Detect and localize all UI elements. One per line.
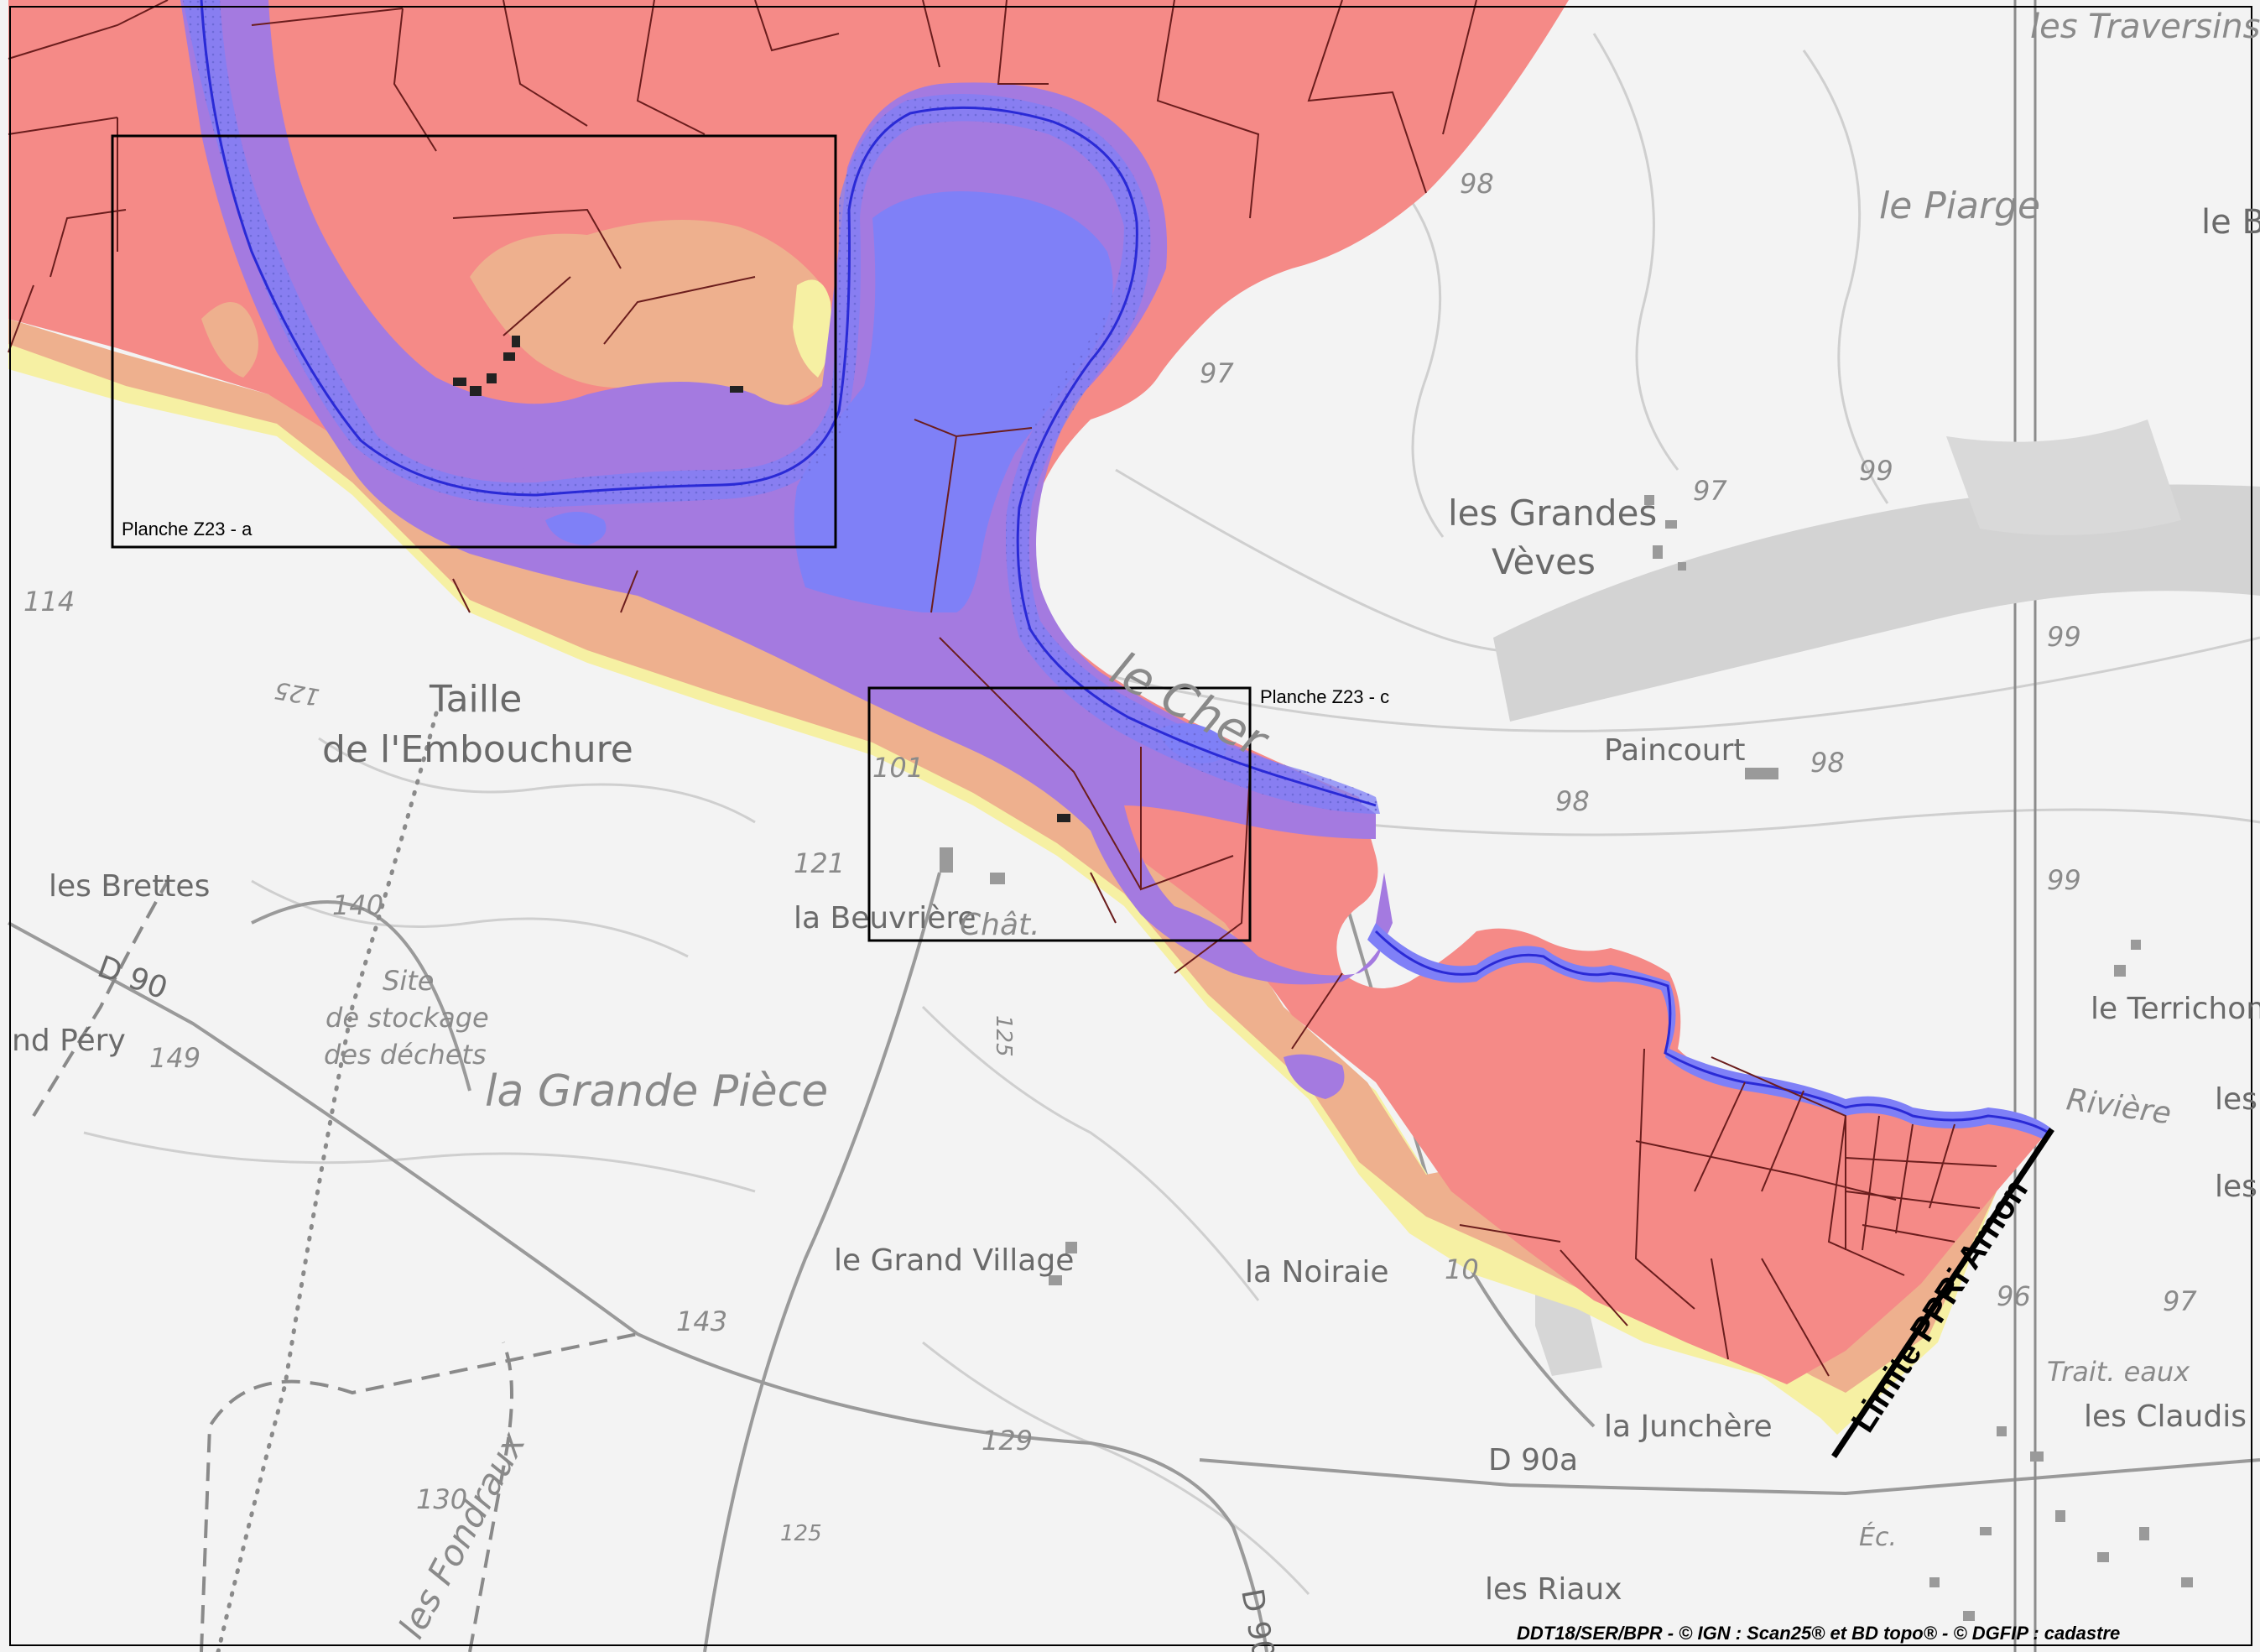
sheet-frames [9, 6, 2252, 1646]
zone-blue-downstream [1367, 923, 2051, 1141]
buildings [940, 495, 2193, 1621]
sheet-frame-a [111, 134, 837, 549]
svg-text:Trait. eaux: Trait. eaux [2047, 1356, 2190, 1388]
svg-text:140: 140 [332, 889, 383, 921]
zone-violet-patch-2 [1284, 1054, 1345, 1099]
river-downstream-line [1374, 930, 2052, 1136]
svg-text:99: 99 [2047, 621, 2081, 653]
svg-text:la Beuvrière: la Beuvrière [794, 901, 976, 935]
svg-text:Vèves: Vèves [1492, 541, 1596, 582]
svg-text:Site: Site [383, 965, 434, 997]
svg-text:les Claudis: les Claudis [2084, 1399, 2247, 1434]
ppri-limit-line [1831, 1128, 2054, 1458]
sheet-label-a: Planche Z23 - a [122, 519, 253, 539]
svg-text:Taille: Taille [429, 678, 522, 721]
sheet-frame-c [867, 686, 1252, 942]
svg-text:les Brettes: les Brettes [49, 869, 210, 904]
svg-text:121: 121 [794, 847, 845, 879]
zone-blue-lake [794, 191, 1113, 612]
svg-text:le Grand Village: le Grand Village [834, 1243, 1074, 1278]
svg-text:le B: le B [2201, 203, 2260, 242]
svg-text:143: 143 [676, 1305, 727, 1337]
svg-text:97: 97 [2163, 1285, 2197, 1317]
svg-text:D 90a: D 90a [1488, 1443, 1578, 1477]
svg-text:des déchets: des déchets [324, 1039, 487, 1071]
svg-text:Éc.: Éc. [1859, 1522, 1897, 1552]
svg-text:la Noiraie: la Noiraie [1245, 1255, 1388, 1290]
svg-text:Paincourt: Paincourt [1604, 733, 1746, 768]
svg-text:96: 96 [1997, 1280, 2031, 1312]
svg-text:97: 97 [1693, 475, 1727, 507]
svg-text:101: 101 [872, 752, 924, 784]
svg-text:le Terrichon: le Terrichon [2091, 992, 2260, 1026]
svg-text:98: 98 [1555, 785, 1590, 817]
dotted-trail [216, 711, 439, 1652]
svg-text:98: 98 [1810, 747, 1845, 779]
svg-text:129: 129 [982, 1425, 1033, 1457]
svg-text:le Piarge: le Piarge [1879, 185, 2040, 227]
svg-text:149: 149 [149, 1042, 200, 1074]
svg-text:nd Péry: nd Péry [12, 1024, 126, 1058]
parcel-lines [8, 0, 1997, 1377]
svg-text:Chât.: Chât. [960, 908, 1040, 942]
svg-text:99: 99 [2047, 864, 2081, 896]
svg-text:99: 99 [1859, 455, 1893, 487]
svg-text:les: les [2215, 1082, 2257, 1117]
svg-text:les: les [2215, 1170, 2257, 1204]
dashed-paths [32, 880, 638, 1652]
svg-text:de stockage: de stockage [325, 1002, 489, 1034]
svg-text:97: 97 [1200, 357, 1234, 389]
svg-text:les Traversins: les Traversins [2030, 8, 2260, 46]
zone-orange [8, 319, 1997, 1393]
svg-text:98: 98 [1460, 168, 1494, 200]
svg-text:de l'Embouchure: de l'Embouchure [322, 728, 633, 771]
svg-text:130: 130 [416, 1483, 467, 1515]
svg-text:10: 10 [1445, 1253, 1479, 1285]
sheet-label-c: Planche Z23 - c [1260, 686, 1389, 707]
svg-text:125: 125 [780, 1521, 822, 1546]
farm-buildings [453, 336, 1070, 822]
river-centerline [200, 0, 1377, 807]
zone-orange-patch-3 [201, 302, 258, 378]
svg-text:114: 114 [23, 586, 75, 618]
svg-text:la Junchère: la Junchère [1604, 1410, 1773, 1444]
svg-text:les Riaux: les Riaux [1485, 1572, 1622, 1607]
svg-text:les Grandes: les Grandes [1448, 492, 1657, 534]
zone-orange-patch [470, 220, 831, 409]
elevation-labels: 98 97 97 99 99 98 98 99 114 125 101 121 … [23, 168, 2197, 1546]
zone-blue-patch [545, 512, 607, 545]
railway [2013, 0, 2037, 1652]
svg-text:la Grande Pièce: la Grande Pièce [485, 1066, 828, 1117]
map-credits: DDT18/SER/BPR - © IGN : Scan25® et BD to… [1517, 1623, 2120, 1644]
map-frame [9, 6, 2252, 1646]
zone-yellow-patch [793, 279, 831, 378]
svg-text:125: 125 [991, 1015, 1016, 1057]
